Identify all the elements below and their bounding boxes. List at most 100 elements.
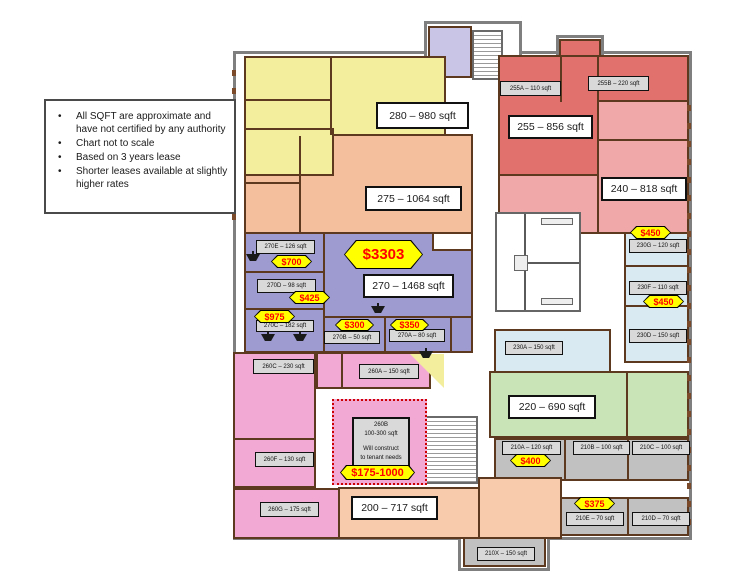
room-label-260g: 260G – 175 sqft <box>260 502 319 517</box>
window-ticks-right-wall <box>687 105 691 525</box>
region-suite-280-lower <box>244 128 334 176</box>
wall <box>244 308 325 310</box>
room-label-230f: 230F – 110 sqft <box>629 281 687 295</box>
price-tag-3303-text: $3303 <box>345 241 422 268</box>
price-tag-450-mid-text: $450 <box>644 296 683 307</box>
wall <box>450 316 452 352</box>
room-label-270b: 270B – 50 sqft <box>324 331 380 344</box>
wall <box>244 99 332 101</box>
note-text: Chart not to scale <box>76 138 155 149</box>
suite-label-200: 200 – 717 sqft <box>351 496 438 520</box>
wall <box>627 497 629 536</box>
wall <box>299 136 301 232</box>
suite-label-255-text: 255 – 856 sqft <box>517 121 584 133</box>
corridor-notch <box>432 234 471 251</box>
elevator-shaft <box>514 255 528 271</box>
note-item: • All SQFT are approximate and have not c… <box>54 110 228 136</box>
wall <box>233 438 316 440</box>
price-tag-975: $975 <box>254 310 295 323</box>
sink-icon <box>419 348 433 358</box>
price-tag-400-text: $400 <box>511 455 550 466</box>
room-label-260c: 260C – 230 sqft <box>253 359 314 374</box>
note-text: Shorter leases available at slightly hig… <box>76 166 228 190</box>
price-tag-300-text: $300 <box>336 320 373 330</box>
suite-label-240-text: 240 – 818 sqft <box>610 183 678 195</box>
suite-label-200-text: 200 – 717 sqft <box>361 502 428 514</box>
notes-list: • All SQFT are approximate and have not c… <box>54 110 228 191</box>
suite-label-255: 255 – 856 sqft <box>508 115 593 139</box>
wall <box>244 182 301 184</box>
wall <box>597 139 689 141</box>
room-label-230d: 230D – 150 sqft <box>629 329 687 343</box>
note-text: All SQFT are approximate and have not ce… <box>76 111 226 135</box>
room-label-260a: 260A – 150 sqft <box>359 364 419 379</box>
suite-label-240: 240 – 818 sqft <box>601 177 687 201</box>
sink-icon <box>261 331 275 341</box>
staircase-center <box>420 416 478 484</box>
suite-label-220: 220 – 690 sqft <box>508 395 596 419</box>
suite-label-270: 270 – 1468 sqft <box>363 274 454 298</box>
room-label-210c: 210C – 100 sqft <box>632 441 690 455</box>
suite-label-280: 280 – 980 sqft <box>376 102 469 129</box>
note-item: • Chart not to scale <box>54 137 228 150</box>
price-tag-3303: $3303 <box>344 240 423 269</box>
price-tag-300: $300 <box>335 319 374 331</box>
room-label-230g: 230G – 120 sqft <box>629 239 687 253</box>
price-tag-350: $350 <box>390 319 429 331</box>
room-label-260b: 260B 100-300 sqft Will construct to tena… <box>352 417 410 467</box>
wall <box>560 57 562 102</box>
price-tag-700-text: $700 <box>272 256 311 267</box>
price-tag-450-mid: $450 <box>643 295 684 308</box>
room-260b-line2: 100-300 sqft <box>364 431 398 437</box>
note-text: Based on 3 years lease <box>76 152 181 163</box>
suite-label-270-text: 270 – 1468 sqft <box>372 280 445 292</box>
price-tag-425: $425 <box>289 291 330 304</box>
sink-icon <box>246 251 260 261</box>
bullet-icon: • <box>58 138 62 149</box>
wall <box>627 438 629 481</box>
suite-label-275-text: 275 – 1064 sqft <box>377 192 450 205</box>
bullet-icon: • <box>58 166 62 177</box>
elevator-core <box>495 212 581 312</box>
notes-box: • All SQFT are approximate and have not c… <box>44 99 236 214</box>
suite-label-220-text: 220 – 690 sqft <box>518 401 586 413</box>
price-tag-175-1000-text: $175-1000 <box>341 466 414 479</box>
price-tag-700: $700 <box>271 255 312 268</box>
wall <box>384 316 386 352</box>
price-tag-450-top-text: $450 <box>631 227 670 238</box>
price-tag-175-1000: $175-1000 <box>340 465 415 480</box>
price-tag-425-text: $425 <box>290 292 329 303</box>
room-label-210e: 210E – 70 sqft <box>566 512 624 526</box>
wall <box>244 271 325 273</box>
wall <box>626 371 628 438</box>
region-suite-240 <box>597 100 689 234</box>
price-tag-400: $400 <box>510 454 551 467</box>
note-item: • Shorter leases available at slightly hi… <box>54 165 228 191</box>
room-label-210x: 210X – 150 sqft <box>477 547 535 561</box>
wall <box>330 57 332 135</box>
price-tag-375: $375 <box>574 497 615 510</box>
room-label-230a: 230A – 150 sqft <box>505 341 563 355</box>
room-label-210d: 210D – 70 sqft <box>632 512 690 526</box>
wall <box>524 262 579 264</box>
room-label-255a: 255A – 110 sqft <box>500 81 561 96</box>
room-label-210a: 210A – 120 sqft <box>502 441 561 455</box>
wall <box>341 352 343 389</box>
wall <box>233 486 316 488</box>
wall <box>564 438 566 481</box>
price-tag-450-top: $450 <box>630 226 671 239</box>
room-label-270e: 270E – 126 sqft <box>256 240 315 254</box>
room-260b-line1: 260B <box>373 422 388 428</box>
room-260b-line4: to tenant needs <box>360 455 402 461</box>
bullet-icon: • <box>58 152 62 163</box>
room-label-210b: 210B – 100 sqft <box>573 441 630 455</box>
room-260b-line3: Will construct <box>363 446 399 452</box>
room-label-260f: 260F – 130 sqft <box>255 452 314 467</box>
wall <box>624 265 689 267</box>
sink-icon <box>371 303 385 313</box>
wall <box>323 316 471 318</box>
fixture <box>541 298 573 305</box>
fixture <box>541 218 573 225</box>
note-item: • Based on 3 years lease <box>54 151 228 164</box>
bullet-icon: • <box>58 111 62 122</box>
